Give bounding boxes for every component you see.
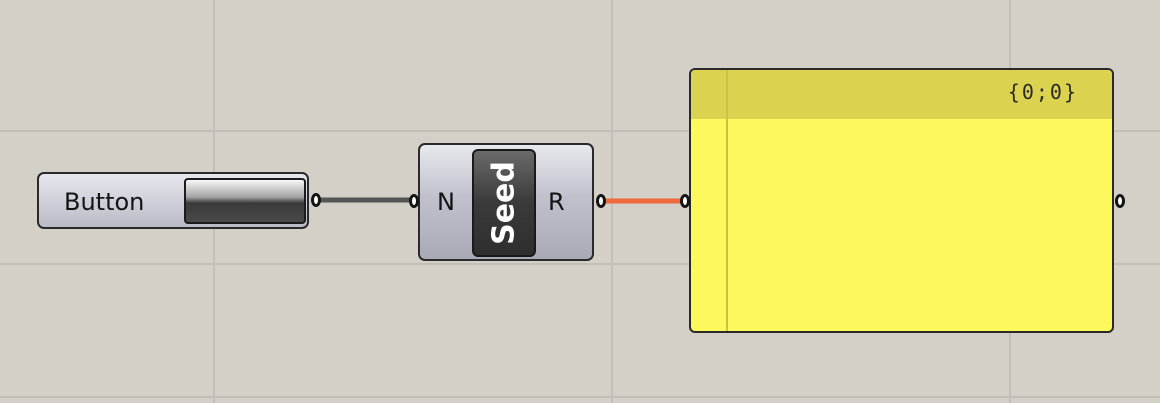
- panel-margin-line: [726, 70, 728, 331]
- grid-line: [0, 130, 1160, 132]
- button-face[interactable]: [184, 178, 306, 224]
- grid-line: [0, 396, 1160, 398]
- panel-output-grip[interactable]: [1115, 194, 1125, 208]
- seed-output-grip[interactable]: [596, 194, 606, 208]
- seed-component-name: Seed: [486, 161, 522, 245]
- panel-component[interactable]: {0;0}: [689, 68, 1114, 333]
- seed-input-label: N: [437, 188, 455, 216]
- seed-output-label: R: [548, 188, 565, 216]
- seed-component[interactable]: N Seed R: [418, 143, 594, 261]
- grid-line: [0, 263, 1160, 265]
- button-component[interactable]: Button: [37, 172, 309, 229]
- button-output-grip[interactable]: [311, 193, 321, 207]
- seed-component-core[interactable]: Seed: [472, 149, 536, 257]
- panel-input-grip[interactable]: [680, 194, 690, 208]
- panel-path: {0;0}: [1007, 80, 1078, 104]
- panel-header: [691, 70, 1112, 119]
- button-component-label: Button: [64, 188, 145, 216]
- seed-input-grip[interactable]: [409, 194, 419, 208]
